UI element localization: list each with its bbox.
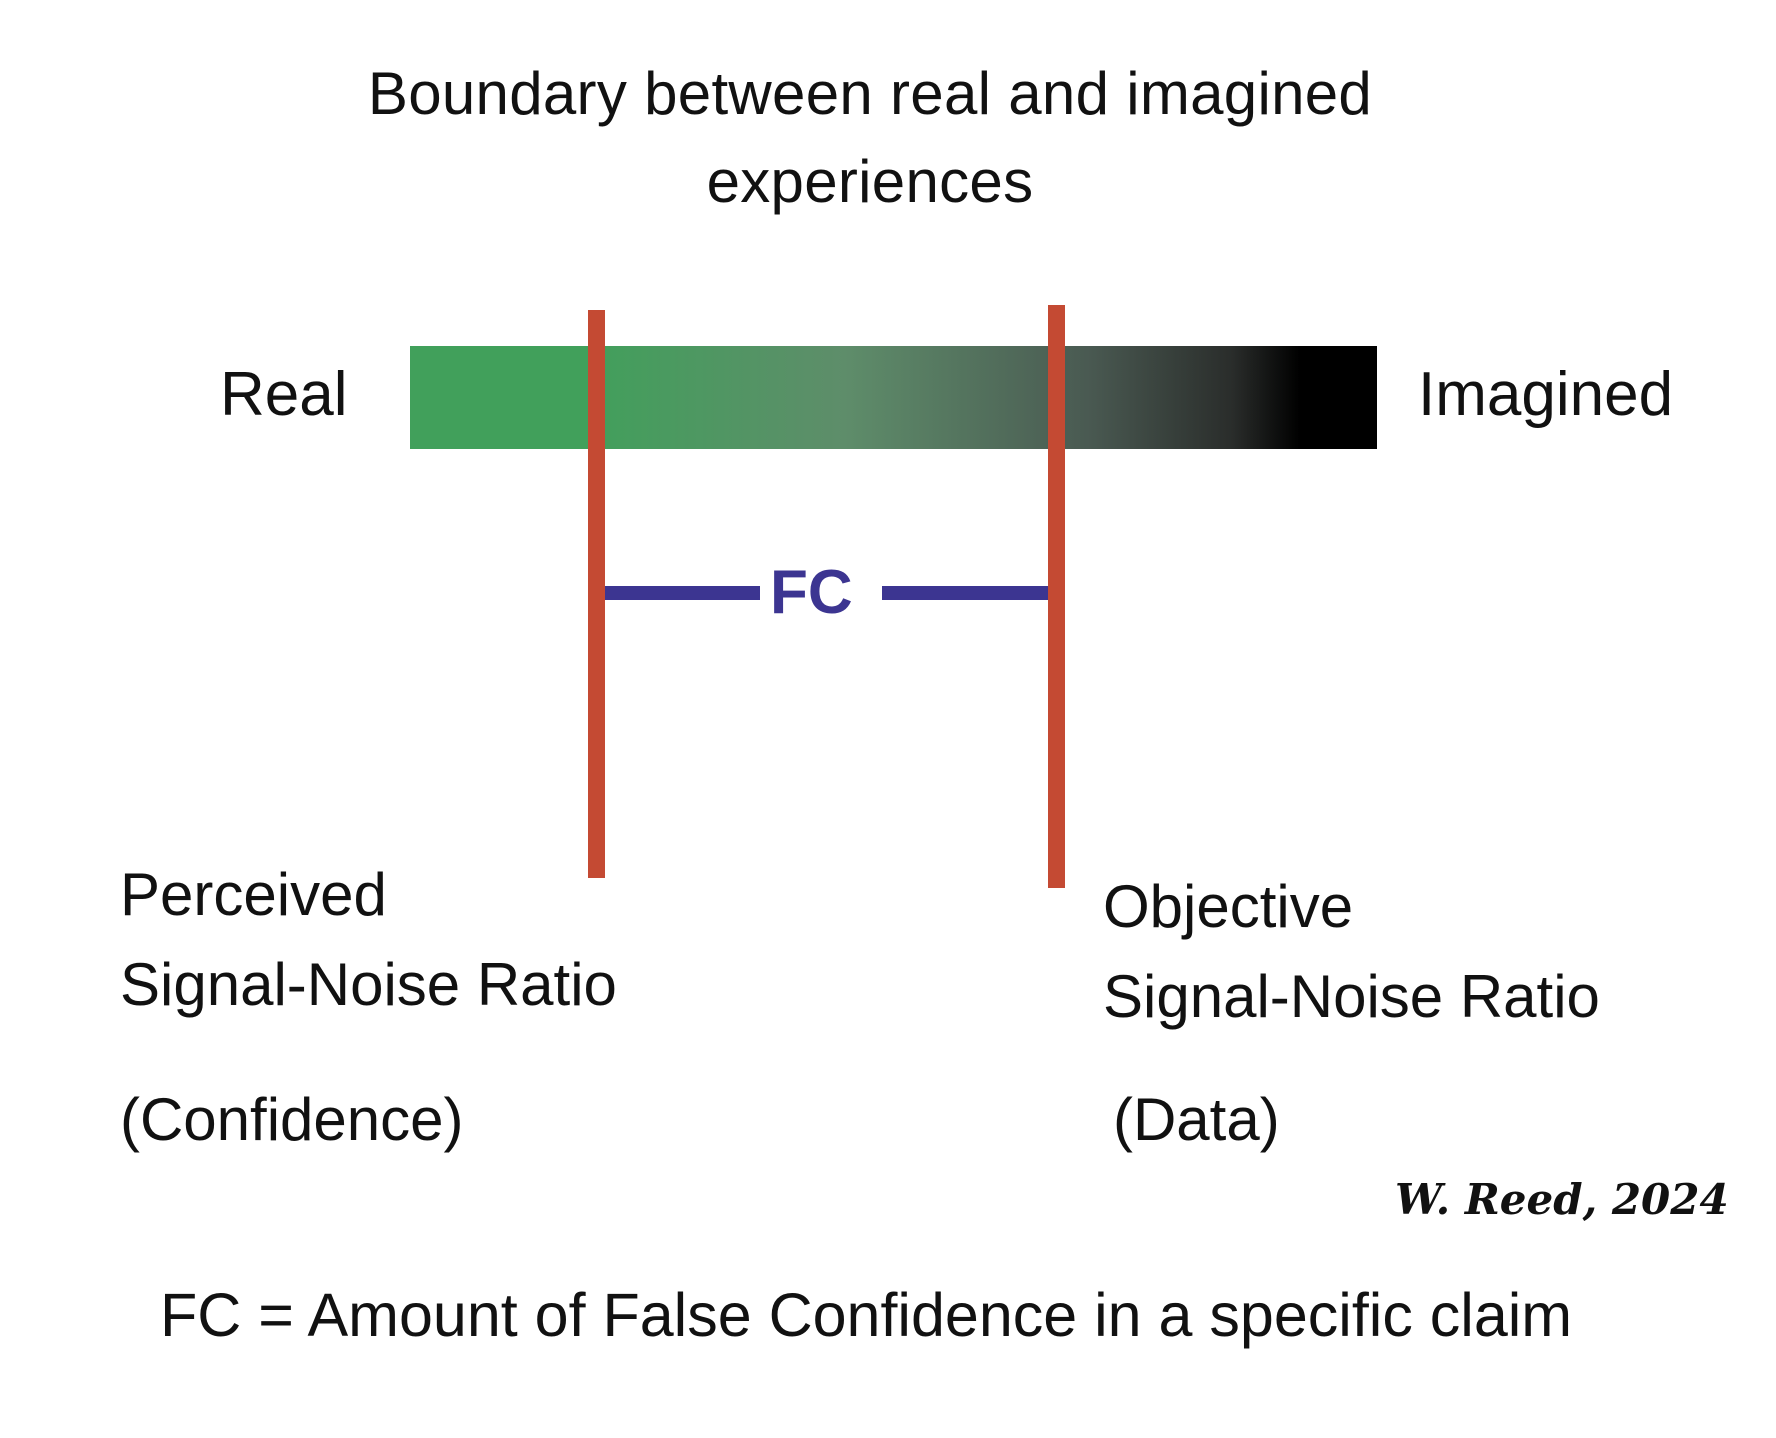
fc-label: FC <box>770 558 853 627</box>
objective-snr-marker-line <box>1048 305 1065 888</box>
perceived-snr-label: Perceived Signal-Noise Ratio <box>120 850 617 1030</box>
objective-label-line-1: Objective <box>1103 873 1354 940</box>
objective-snr-label: Objective Signal-Noise Ratio <box>1103 862 1600 1042</box>
confidence-note: (Confidence) <box>120 1086 464 1153</box>
data-note: (Data) <box>1113 1086 1280 1153</box>
objective-label-line-2: Signal-Noise Ratio <box>1103 963 1600 1030</box>
author-signature: W. Reed, 2024 <box>1395 1175 1729 1224</box>
title-line-2: experiences <box>706 148 1034 215</box>
perceived-label-line-1: Perceived <box>120 861 387 928</box>
fc-gap-bar-right <box>882 586 1048 600</box>
title-line-1: Boundary between real and imagined <box>367 60 1373 127</box>
perceived-snr-marker-line <box>588 310 605 878</box>
real-label: Real <box>220 360 348 429</box>
diagram-title: Boundary between real and imagined exper… <box>200 50 1540 226</box>
fc-gap-bar-left <box>605 586 760 600</box>
fc-definition: FC = Amount of False Confidence in a spe… <box>160 1281 1573 1349</box>
perceived-label-line-2: Signal-Noise Ratio <box>120 951 617 1018</box>
imagined-label: Imagined <box>1418 360 1674 429</box>
real-imagined-gradient-bar <box>410 346 1377 449</box>
